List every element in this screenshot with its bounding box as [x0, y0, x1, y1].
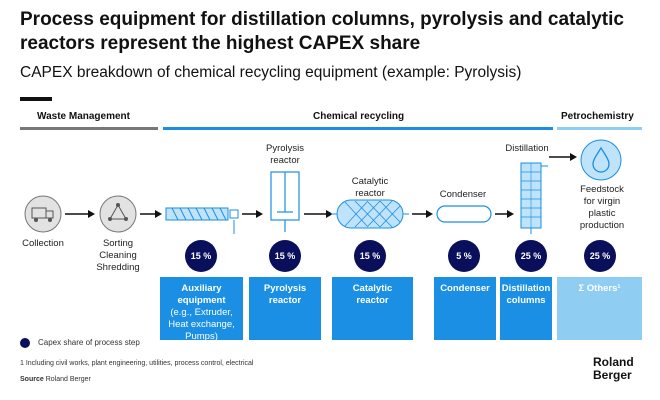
flow-arrow-3 — [242, 210, 263, 218]
capex-box-title-line: Condenser — [440, 283, 490, 294]
capex-share-badge-others: 25 % — [584, 240, 616, 272]
capex-box-distillation-columns: Distillation columns — [500, 277, 552, 340]
footnote: 1 Including civil works, plant engineeri… — [20, 360, 254, 367]
step-label-pyrolysis-line: reactor — [270, 155, 300, 166]
step-label-sorting: Sorting Cleaning Shredding — [88, 238, 148, 274]
capex-box-title-line: Auxiliary — [181, 283, 222, 294]
capex-share-badge-distillation: 25 % — [515, 240, 547, 272]
condenser-icon — [436, 205, 492, 223]
capex-box-detail-line: Heat exchange, — [168, 319, 235, 330]
step-label-feedstock-line: production — [579, 220, 625, 231]
phase-label-waste-management: Waste Management — [37, 111, 130, 122]
capex-box-detail-line: (e.g., Extruder, — [170, 307, 233, 318]
legend-label: Capex share of process step — [38, 338, 140, 347]
capex-share-badge-pyrolysis: 15 % — [269, 240, 301, 272]
phase-bar-chemical-recycling — [163, 127, 553, 130]
step-label-feedstock-line: Feedstock — [580, 184, 624, 195]
step-label-feedstock: Feedstock for virgin plastic production — [571, 184, 633, 232]
extruder-icon — [165, 207, 239, 234]
flow-arrow-2 — [140, 210, 162, 218]
flow-arrow-4 — [304, 210, 333, 218]
catalytic-reactor-icon — [331, 199, 409, 229]
flow-arrow-6 — [495, 210, 514, 218]
capex-share-badge-auxiliary: 15 % — [185, 240, 217, 272]
step-label-pyrolysis-line: Pyrolysis — [265, 143, 304, 154]
logo-line: Berger — [593, 368, 632, 382]
phase-label-petrochemistry: Petrochemistry — [561, 111, 634, 122]
capex-box-title-line: Catalytic — [352, 283, 393, 294]
source-value: Roland Berger — [45, 376, 91, 383]
page-title: Process equipment for distillation colum… — [20, 9, 624, 54]
step-label-distillation: Distillation — [505, 143, 549, 154]
step-label-sorting-line: Cleaning — [99, 250, 137, 261]
capex-share-badge-catalytic: 15 % — [354, 240, 386, 272]
capex-box-pyrolysis-reactor: Pyrolysis reactor — [249, 277, 321, 340]
step-label-sorting-line: Shredding — [96, 262, 140, 273]
capex-box-title-line: Pyrolysis — [263, 283, 307, 294]
phase-label-chemical-recycling: Chemical recycling — [313, 111, 405, 122]
capex-box-auxiliary-equipment: Auxiliary equipment (e.g., Extruder, Hea… — [160, 277, 243, 342]
flow-arrow-1 — [65, 210, 95, 218]
step-label-pyrolysis-reactor: Pyrolysis reactor — [255, 143, 315, 167]
step-label-feedstock-line: for virgin — [583, 196, 621, 207]
source-label: Source — [20, 376, 44, 383]
phase-bar-petrochemistry — [557, 127, 642, 130]
capex-box-others: Σ Others¹ — [557, 277, 642, 340]
capex-box-title-line: reactor — [268, 295, 302, 306]
capex-share-badge-condenser: 5 % — [448, 240, 480, 272]
flow-arrow-7 — [549, 153, 577, 161]
logo-line: Roland — [593, 355, 634, 369]
step-label-condenser: Condenser — [439, 189, 487, 200]
step-label-sorting-line: Sorting — [102, 238, 134, 249]
capex-box-catalytic-reactor: Catalytic reactor — [332, 277, 413, 340]
step-label-catalytic-reactor: Catalytic reactor — [340, 176, 400, 200]
title-underline — [20, 97, 52, 101]
pyrolysis-reactor-icon — [270, 171, 300, 232]
legend-dot — [20, 338, 30, 348]
collection-truck-icon — [24, 195, 62, 233]
capex-box-title-line: columns — [506, 295, 546, 306]
capex-box-title-line: Distillation — [501, 283, 551, 294]
capex-box-title-line: reactor — [356, 295, 389, 306]
sorting-network-icon — [99, 195, 137, 233]
process-flow-diagram — [24, 139, 622, 234]
step-label-collection: Collection — [22, 238, 64, 249]
roland-berger-logo: Roland Berger — [593, 356, 634, 382]
flow-arrow-5 — [412, 210, 433, 218]
capex-box-detail-line: Pumps) — [185, 331, 218, 342]
capex-box-title-line: equipment — [177, 295, 226, 306]
capex-box-title-line: Σ Others¹ — [578, 283, 621, 294]
step-label-catalytic-line: reactor — [355, 188, 385, 199]
feedstock-drop-icon — [580, 139, 622, 181]
distillation-column-icon — [520, 162, 548, 234]
phase-bar-waste-management — [20, 127, 158, 130]
step-label-feedstock-line: plastic — [588, 208, 616, 219]
source-line: Source Roland Berger — [20, 376, 91, 383]
capex-box-condenser: Condenser — [434, 277, 496, 340]
page-subtitle: CAPEX breakdown of chemical recycling eq… — [20, 64, 522, 81]
step-label-catalytic-line: Catalytic — [351, 176, 389, 187]
